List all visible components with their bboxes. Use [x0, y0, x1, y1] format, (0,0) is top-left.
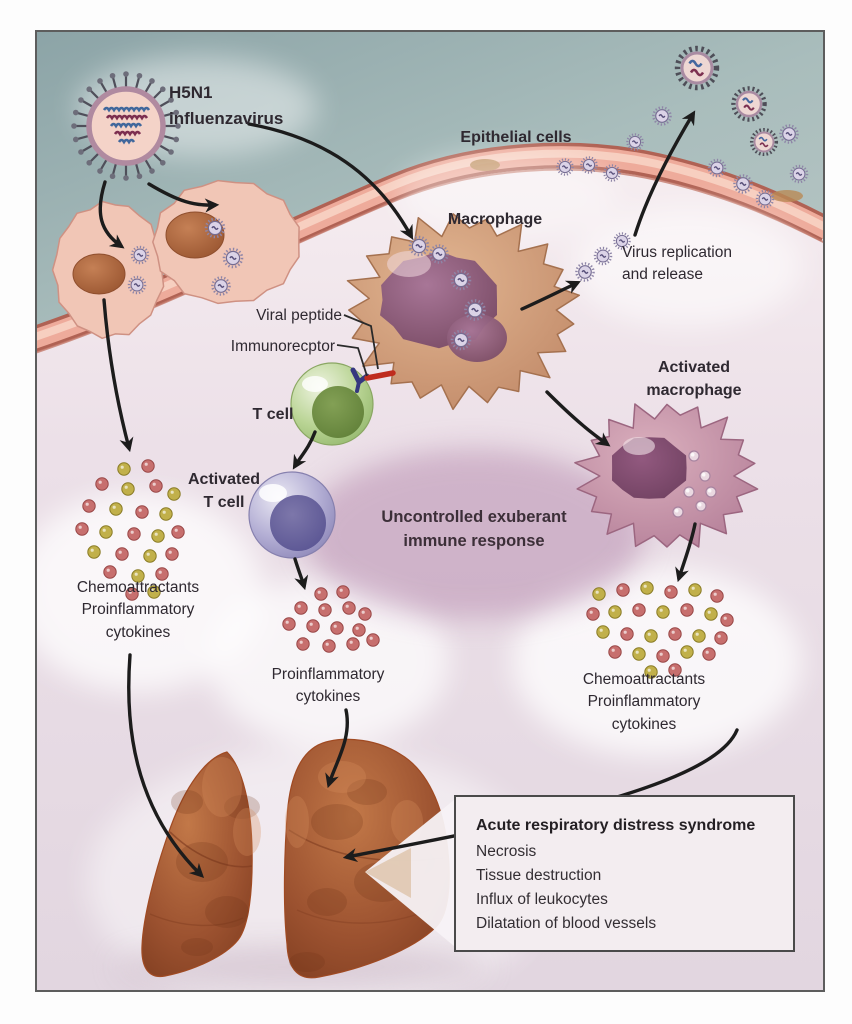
macrophage-illustration [346, 213, 581, 411]
ards-item: Influx of leukocytes [476, 891, 608, 909]
illustration-art [37, 32, 823, 990]
label-activated-macrophage: Activated macrophage [646, 359, 742, 400]
chemoattractant-dots-left [75, 459, 185, 601]
label-viral-peptide: Viral peptide [256, 307, 342, 324]
h5n1-virus-illustration [71, 71, 181, 181]
viral-peptide-illustration [364, 370, 396, 381]
cytokine-dots-center [282, 585, 380, 653]
label-epithelial-cells: Epithelial cells [460, 129, 572, 146]
cell-nucleus [72, 253, 126, 295]
label-uncontrolled-immune-response: Uncontrolled exuberant immune response [381, 508, 567, 550]
label-macrophage: Macrophage [447, 211, 543, 228]
label-virus-replication: Virus replication and release [622, 244, 732, 284]
epithelial-cells-illustration [51, 179, 300, 340]
ards-title: Acute respiratory distress syndrome [476, 817, 756, 834]
t-cell-illustration [290, 362, 374, 446]
arrow-virus-to-macrophage [247, 122, 414, 240]
label-cytokines-center: Proinflammatory cytokines [271, 666, 385, 706]
arrow-release-up [633, 110, 696, 237]
ards-item: Necrosis [476, 843, 537, 860]
arrow-cell-to-chemoattractants [102, 298, 134, 453]
immune-response-blur [304, 449, 644, 619]
flow-arrows [98, 110, 739, 879]
ards-item: Dilatation of blood vessels [476, 915, 657, 933]
label-h5n1-influenzavirus: H5N1 influenzavirus [169, 83, 284, 129]
activated-macrophage-illustration [574, 403, 759, 548]
label-chemoattractants-right: Chemoattractants Proinflammatory cytokin… [582, 671, 706, 733]
illustration-panel: H5N1 influenzavirus Epithelial cells Mac… [35, 30, 825, 992]
ards-item: Tissue destruction [476, 867, 602, 885]
ards-callout-box: Acute respiratory distress syndrome Necr… [454, 795, 795, 952]
arrow-left-to-lung [127, 653, 205, 879]
arrow-tcell-to-activated [292, 430, 317, 470]
label-activated-t-cell: Activated T cell [187, 471, 261, 512]
chemoattractant-dots-right [586, 581, 734, 679]
activated-t-cell-illustration [248, 471, 336, 559]
arrow-virus-to-cell2 [147, 182, 220, 213]
label-connectors [336, 314, 379, 377]
arrow-to-activated-macrophage [545, 390, 611, 447]
label-t-cell: T cell [252, 406, 294, 423]
arrow-amac-to-dots [675, 522, 697, 583]
arrow-macrophage-to-release [520, 280, 581, 311]
arrow-center-to-lung [325, 708, 349, 789]
label-chemoattractants-left: Chemoattractants Proinflammatory cytokin… [76, 579, 200, 641]
arrow-virus-to-cell1 [98, 180, 125, 249]
arrow-activated-tcell-to-dots [293, 557, 309, 591]
immunoreceptor-illustration [350, 367, 396, 393]
callout-wedge [365, 800, 454, 946]
label-immunoreceptor: Immunorecptor [230, 338, 335, 355]
